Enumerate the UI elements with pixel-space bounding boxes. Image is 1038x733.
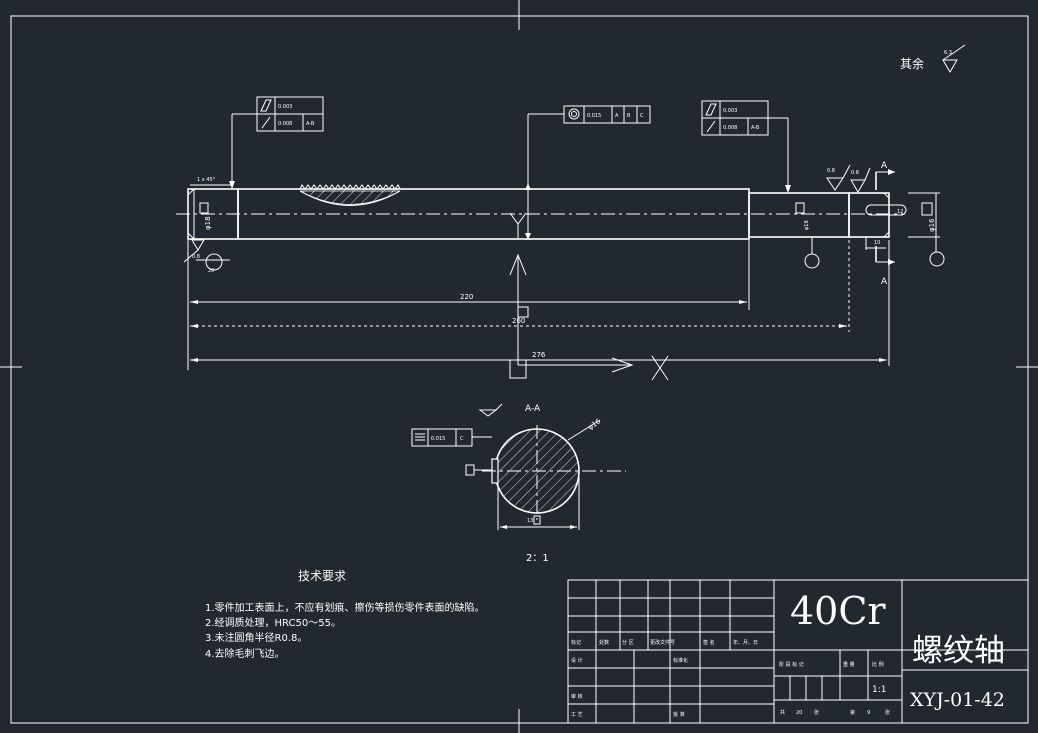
- roughness-r1: 0.8: [192, 254, 200, 260]
- tb-standardize: 标准化: [673, 657, 688, 664]
- tb-page-value: 9: [867, 710, 870, 716]
- section-label-bottom: A: [881, 277, 888, 287]
- tb-zone: 分 区: [622, 639, 634, 646]
- tb-review: 审 核: [571, 693, 583, 700]
- tol-right-row2-datum: A-B: [751, 125, 760, 131]
- tech-req-title: 技术要求: [298, 569, 346, 583]
- roughness-r2: 0.8: [827, 168, 835, 174]
- tb-process: 工 艺: [571, 712, 583, 718]
- tol-left-row1-value: 0.003: [278, 104, 292, 110]
- tb-total-label: 共: [780, 709, 785, 716]
- dim-small-20: 20: [208, 268, 214, 274]
- tb-scale: 1:1: [872, 685, 886, 695]
- tb-signature: 签 名: [703, 639, 715, 646]
- tech-req-item-2: 2.经调质处理，HRC50～55。: [205, 616, 341, 629]
- tb-part-name: 螺纹轴: [912, 633, 1005, 669]
- tb-total-value: 20: [796, 710, 802, 716]
- tb-ratio: 比 例: [872, 661, 884, 668]
- runout-icon: [261, 116, 271, 129]
- keyway-slot: [865, 204, 907, 216]
- section-scale: 2：1: [526, 553, 549, 564]
- dim-keyway-section: 13: [527, 518, 533, 524]
- dim-276: 276: [532, 351, 546, 359]
- tb-sheet-unit: 张: [814, 709, 819, 716]
- chamfer-note: 1 x 45°: [197, 177, 216, 183]
- tol-mid-datum3: C: [640, 113, 644, 119]
- title-block: 标记 处数 分 区 更改文件号 签 名 年、月、日 设 计 标准化 审 核 工 …: [567, 579, 1029, 724]
- tb-approve: 批 准: [673, 711, 685, 718]
- tech-req-item-1: 1.零件加工表面上，不应有划痕、擦伤等损伤零件表面的缺陷。: [205, 601, 485, 614]
- section-view-aa: A-A φ16 13 0.015 C 2：1: [411, 403, 626, 564]
- tb-material: 40Cr: [790, 589, 886, 633]
- tol-right-row2-value: 0.008: [723, 125, 737, 131]
- tol-mid-datum1: A: [615, 113, 619, 119]
- tech-req-item-4: 4.去除毛刺飞边。: [205, 647, 285, 660]
- section-view-title: A-A: [525, 404, 541, 414]
- tol-right-row1-value: 0.003: [723, 108, 737, 114]
- tolerance-frame-middle: 0.015 A B C: [527, 105, 651, 184]
- concentricity-icon: [568, 108, 580, 120]
- runout-icon: [706, 120, 716, 133]
- tolerance-frame-left: 0.003 0.008 A-B: [229, 96, 324, 189]
- dim-dia-18-right: φ18: [804, 220, 810, 230]
- roughness-symbols: 0.8 0.8 0.8: [183, 164, 871, 263]
- dim-220: 220: [460, 293, 473, 301]
- tol-left-row2-datum: A-B: [306, 121, 315, 127]
- section-label-top: A: [881, 161, 888, 171]
- cylindricity-icon: [260, 99, 272, 112]
- tb-mark: 标记: [571, 639, 581, 646]
- tb-change-doc: 更改文件号: [650, 639, 675, 646]
- tech-requirements: 技术要求 1.零件加工表面上，不应有划痕、擦伤等损伤零件表面的缺陷。 2.经调质…: [205, 569, 485, 660]
- dim-dia-16-right: φ16: [928, 218, 936, 232]
- shaft-main-view: A A: [176, 161, 907, 381]
- tol-section-datum: C: [460, 436, 464, 442]
- tb-page-unit: 张: [885, 709, 890, 716]
- tb-weight: 重 量: [843, 661, 855, 668]
- tech-req-item-3: 3.未注圆角半径R0.8。: [205, 631, 307, 644]
- right-journal: [748, 192, 850, 238]
- dim-keyway-10: 10: [874, 240, 880, 246]
- cylindricity-icon: [705, 103, 717, 116]
- dim-dia-16-section: φ16: [587, 417, 603, 432]
- roughness-rest-value: 6.3: [944, 50, 952, 56]
- tol-mid-datum2: B: [627, 113, 631, 119]
- dim-small-12: 12: [897, 209, 903, 215]
- tolerance-frame-right: 0.003 0.008 A-B: [701, 100, 791, 193]
- roughness-rest-label: 其余: [900, 56, 924, 71]
- roughness-r3: 0.8: [851, 170, 859, 176]
- tb-drawing-no: XYJ-01-42: [910, 689, 1005, 711]
- tb-stage-mark: 阶 段 标 记: [779, 661, 804, 668]
- tb-design: 设 计: [571, 657, 583, 664]
- dim-dia-18: φ18: [204, 216, 212, 230]
- tb-date: 年、月、日: [733, 639, 758, 646]
- tol-mid-value: 0.015: [587, 113, 601, 119]
- tb-page-label: 第: [850, 709, 855, 716]
- thread-teeth: [299, 184, 401, 190]
- dimension-lines: 220 260 276 φ18 20 1 x 45° φ18 φ16 10 12: [187, 177, 945, 370]
- tol-left-row2-value: 0.008: [278, 121, 292, 127]
- roughness-rest-note: 其余 6.3: [900, 44, 966, 73]
- tol-section-value: 0.015: [431, 436, 445, 442]
- tb-count: 处数: [599, 639, 609, 646]
- dim-260: 260: [512, 317, 525, 325]
